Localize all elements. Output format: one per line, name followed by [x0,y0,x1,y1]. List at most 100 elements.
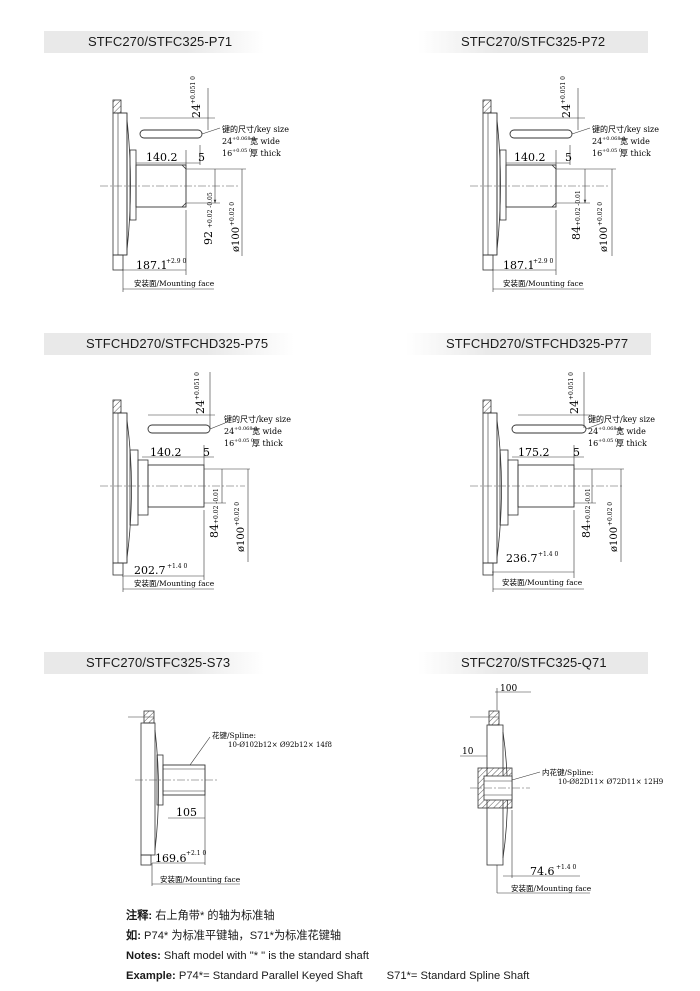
panel-title: STFC270/STFC325-P71 [88,34,233,49]
note-cn-1: 注释: 右上角带* 的轴为标准轴 [126,906,529,926]
key-wide: 宽 wide [252,426,282,436]
spline-spec: 10-Ø82D11× Ø72D11× 12H9 [558,778,663,786]
key-wide-val: 24 [222,137,232,146]
dim-d1: 84 [580,524,593,538]
dim-d1-tol: +0.02 -0.01 [585,488,592,524]
dim-len-a: 140.2 [150,446,182,459]
key-thick-tol: +0.05 0 [602,148,622,154]
key-thick-tol: +0.05 0 [234,438,254,444]
dim-len-a: 175.2 [518,446,550,459]
dim-len-b: 74.6 [530,865,555,878]
note-text: 右上角带* 的轴为标准轴 [152,910,275,922]
note-text: Shaft model with "* " is the standard sh… [160,950,369,962]
key-label: 键的尺寸/key size [588,414,655,424]
dim-d1: 84 [570,226,583,240]
dim-d2: ø100 [609,527,620,552]
panel-title: STFCHD270/STFCHD325-P75 [86,336,269,351]
key-thick: 厚 thick [250,149,281,158]
dim-len-b-tol: +2.9 0 [166,258,186,265]
title-band [44,652,264,674]
panel-title: STFC270/STFC325-P72 [461,34,606,49]
key-wide-tol: +0.068 0 [232,136,255,142]
dim-d2-tol: +0.02 0 [597,202,604,226]
spline-label: 内花键/Spline: [542,767,594,777]
dim-d1-tol: +0.02 -0.01 [575,190,582,226]
mount-label: 安装面/Mounting face [502,577,583,587]
dim-d1: 92 [202,231,215,245]
mount-label: 安装面/Mounting face [160,874,241,884]
key-wide-val: 24 [588,427,598,436]
key-wide-tol: +0.068 0 [602,136,625,142]
note-en-1: Notes: Shaft model with "* " is the stan… [126,946,529,966]
dim-len-b-tol: +1.4 0 [556,864,576,871]
key-thick-val: 16 [588,439,598,448]
panel-title: STFC270/STFC325-Q71 [461,655,607,670]
note-text: P74* 为标准平键轴，S71*为标准花键轴 [140,930,342,942]
title-band [44,31,264,53]
key-thick-tol: +0.05 0 [598,438,618,444]
panel-title: STFCHD270/STFCHD325-P77 [446,336,629,351]
dim-len-b: 236.7 [506,552,538,565]
key-label: 键的尺寸/key size [592,124,659,134]
dim-len-a: 140.2 [514,151,546,164]
key-wide: 宽 wide [250,136,280,146]
dim-d2-tol: +0.02 0 [234,502,241,526]
mount-label: 安装面/Mounting face [511,883,592,893]
dim-d2: ø100 [599,227,610,252]
dim-small: 5 [203,446,210,459]
dim-len-b: 169.6 [155,852,187,865]
title-band [44,333,294,355]
key-label: 键的尺寸/key size [222,124,289,134]
notes: 注释: 右上角带* 的轴为标准轴 如: P74* 为标准平键轴，S71*为标准花… [126,906,529,986]
key-wide-val: 24 [224,427,234,436]
key-thick: 厚 thick [252,439,283,448]
note-extra: S71*= Standard Spline Shaft [386,970,530,982]
dim-small: 5 [198,151,205,164]
dim-d1-tol: +0.02 -0.01 [213,488,220,524]
key-label: 键的尺寸/key size [224,414,291,424]
key-thick-val: 16 [592,149,602,158]
key-thick: 厚 thick [620,149,651,158]
key-wide: 宽 wide [616,426,646,436]
note-label: Example: [126,970,176,982]
dim-top-tol: +0.051 0 [568,372,575,400]
dim-d1: 84 [208,524,221,538]
title-band [418,31,648,53]
note-label: 注释: [126,910,153,922]
dim-d2: ø100 [231,227,242,252]
dim-d2-tol: +0.02 0 [607,502,614,526]
key-wide-val: 24 [592,137,602,146]
dim-len-a: 105 [176,806,197,819]
dim-side: 10 [462,747,474,757]
dim-top: 100 [500,684,517,694]
dim-top-tol: +0.051 0 [194,372,201,400]
dim-top: 24 [568,400,581,414]
dim-small: 5 [565,151,572,164]
dim-len-a: 140.2 [146,151,178,164]
key-thick-val: 16 [222,149,232,158]
key-wide-tol: +0.068 0 [598,426,621,432]
mount-label: 安装面/Mounting face [134,578,215,588]
dim-top: 24 [194,400,207,414]
key-wide: 宽 wide [620,136,650,146]
dim-len-b: 202.7 [134,564,166,577]
dim-d1-tol: +0.02 -0.05 [207,192,214,228]
dim-top: 24 [560,104,573,118]
mount-label: 安装面/Mounting face [503,278,584,288]
note-label: Notes: [126,950,161,962]
key-thick: 厚 thick [616,439,647,448]
dim-small: 5 [573,446,580,459]
note-en-2: Example: P74*= Standard Parallel Keyed S… [126,966,529,986]
title-band [406,333,651,355]
note-cn-2: 如: P74* 为标准平键轴，S71*为标准花键轴 [126,926,529,946]
dim-len-b: 187.1 [503,259,535,272]
dim-top-tol: +0.051 0 [560,76,567,104]
dim-top-tol: +0.051 0 [190,76,197,104]
dim-d2-tol: +0.02 0 [229,202,236,226]
